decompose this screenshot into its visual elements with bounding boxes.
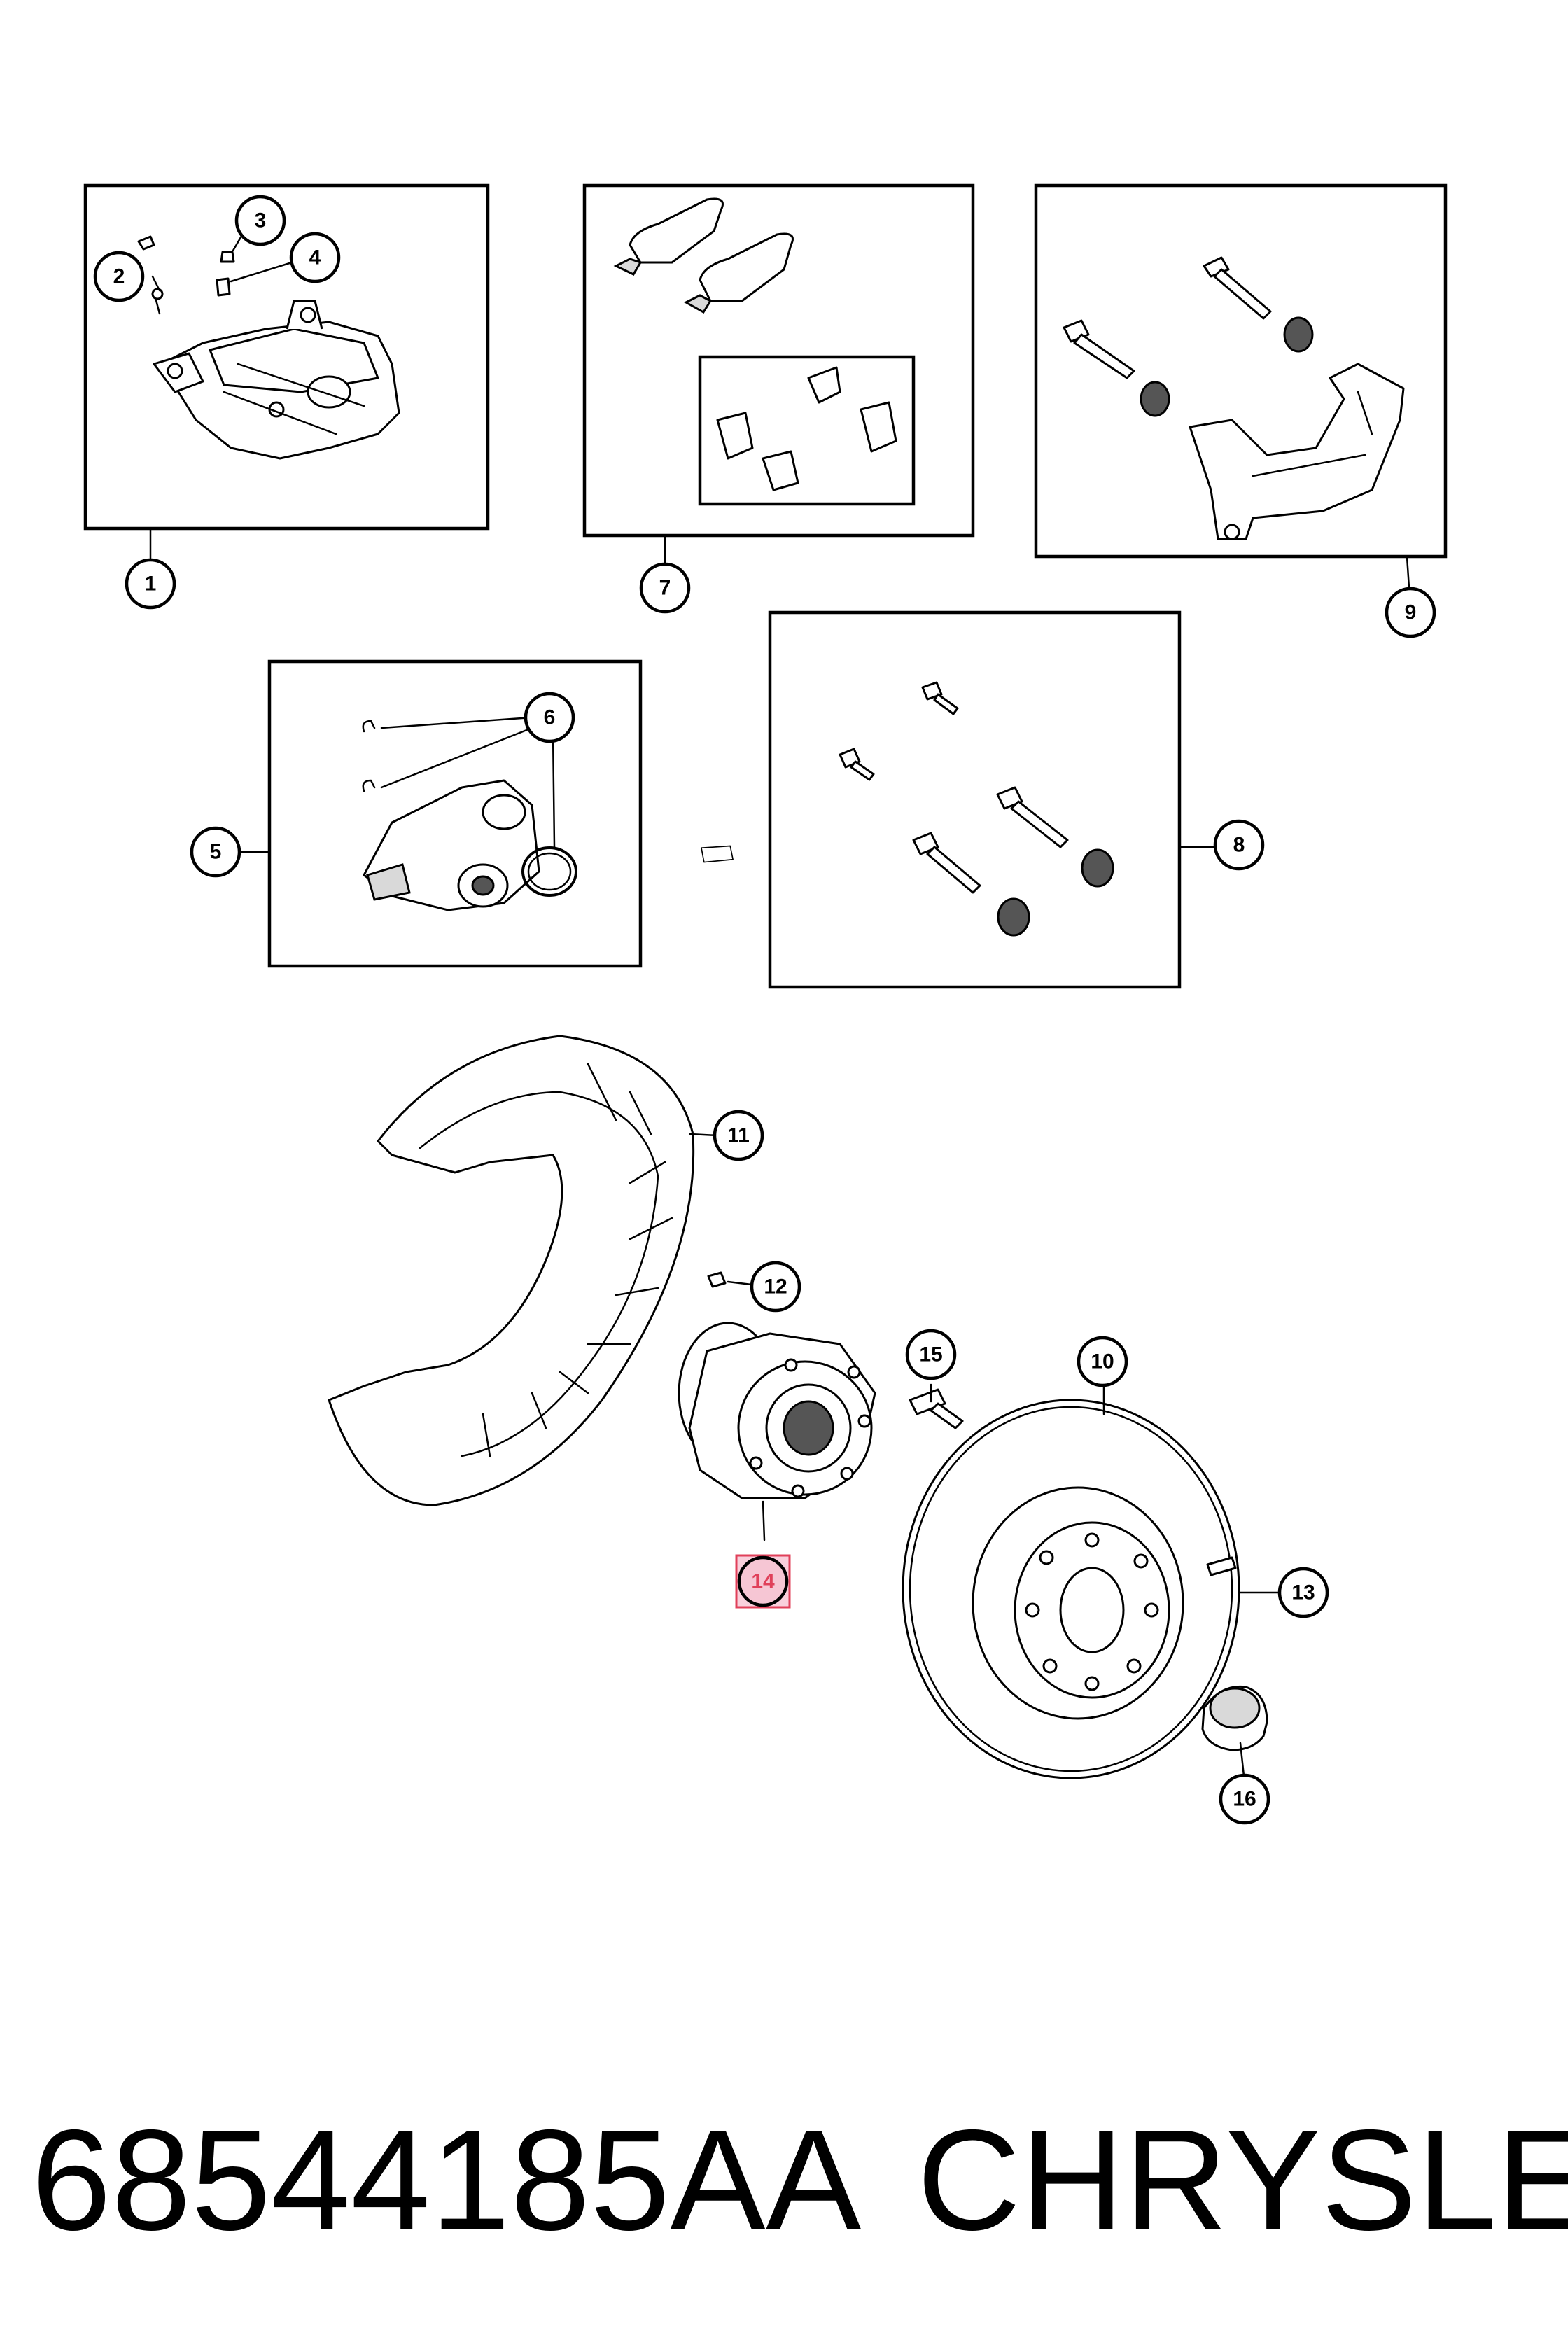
splash-shield-icon <box>328 1035 695 1506</box>
callout-9: 9 <box>1385 555 1436 638</box>
callout-14-label: 14 <box>751 1570 775 1593</box>
callout-16: 16 <box>1219 1773 1270 1825</box>
callout-12: 12 <box>750 1261 802 1312</box>
callout-6: 6 <box>524 692 575 743</box>
axle-nut-icon <box>1201 1685 1268 1777</box>
callout-15-label: 15 <box>919 1343 942 1366</box>
callout-2-label: 2 <box>113 265 125 288</box>
hub-bearing-icon <box>678 1322 876 1541</box>
callout-8: 8 <box>1213 819 1265 871</box>
callout-15: 15 <box>905 1329 957 1380</box>
motor-icon <box>363 779 540 911</box>
retaining-clip-icon <box>362 720 376 792</box>
callout-16-label: 16 <box>1233 1788 1256 1811</box>
hub-nut-icon <box>701 845 1281 1594</box>
part-number: 68544185AA <box>31 2100 862 2260</box>
guide-pin-icon <box>912 786 1069 894</box>
boot-icon <box>1140 316 1314 417</box>
o-ring-icon <box>522 846 578 897</box>
callout-11-label: 11 <box>727 1124 750 1147</box>
boot-icon <box>997 848 1114 937</box>
cap-icon <box>220 251 235 263</box>
caliper-assembly-group <box>83 183 490 531</box>
callout-5: 5 <box>190 826 241 878</box>
bolt-icon <box>839 681 959 781</box>
callout-1-label: 1 <box>145 573 157 596</box>
callout-14-highlighted: 14 <box>735 1554 791 1609</box>
box-pad-clips <box>698 355 916 506</box>
callout-10-label: 10 <box>1091 1350 1114 1373</box>
bleeder-screw-icon <box>137 235 164 315</box>
callout-3: 3 <box>234 195 286 246</box>
brake-pads-group <box>582 183 975 538</box>
callout-3-label: 3 <box>255 209 267 232</box>
rotor-bolt-icon <box>909 1383 964 1429</box>
callout-4: 4 <box>289 232 341 284</box>
callout-2: 2 <box>93 251 145 302</box>
callout-7: 7 <box>639 534 691 614</box>
box-park-brake-motor <box>267 659 643 968</box>
box-bracket <box>1034 183 1448 559</box>
screw-icon <box>707 1271 759 1288</box>
callout-12-label: 12 <box>764 1275 787 1298</box>
callout-7-label: 7 <box>659 577 671 600</box>
pad-clip-icon <box>716 366 897 491</box>
callout-4-label: 4 <box>309 246 321 270</box>
callout-10: 10 <box>1077 1336 1128 1387</box>
box-hardware-kit <box>768 610 1182 989</box>
park-brake-motor-group <box>240 659 643 968</box>
callout-9-label: 9 <box>1405 601 1417 624</box>
callout-11: 11 <box>713 1110 764 1161</box>
hardware-kit-group <box>768 610 1217 989</box>
brake-rotor-icon <box>902 1385 1240 1779</box>
caliper-illustration <box>153 300 400 460</box>
callout-13-label: 13 <box>1292 1581 1315 1604</box>
callout-8-label: 8 <box>1233 834 1245 857</box>
caliper-bracket-icon <box>1189 363 1405 540</box>
caliper-bracket-group <box>1034 183 1448 559</box>
bleeder-fitting-icon <box>216 277 231 297</box>
box-brake-pads <box>582 183 975 538</box>
box-caliper <box>83 183 490 531</box>
callout-13: 13 <box>1278 1567 1329 1618</box>
brake-pad-icon <box>613 197 794 314</box>
brand-name: CHRYSLER <box>917 2100 1568 2260</box>
callout-5-label: 5 <box>210 841 222 864</box>
callout-6-label: 6 <box>544 706 556 729</box>
callout-1: 1 <box>125 527 176 610</box>
guide-pin-bolt-icon <box>1063 256 1272 379</box>
